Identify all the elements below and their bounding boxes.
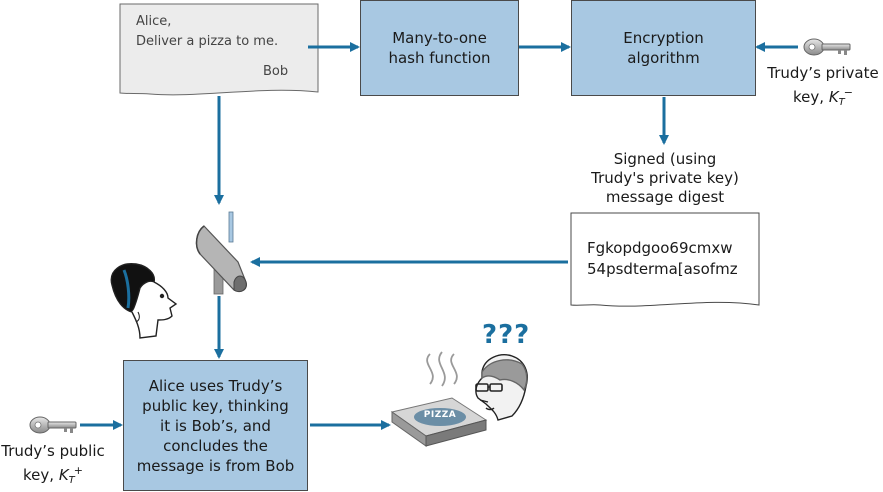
- digest-document: [570, 212, 760, 307]
- digest-line2: 54psdterma[asofmz: [587, 260, 738, 278]
- private-key-icon: [803, 38, 851, 56]
- public-key-label-line1: Trudy’s public: [1, 442, 105, 460]
- alice-box-line2: public key, thinking: [142, 396, 289, 415]
- pizza-box-icon: [390, 351, 488, 447]
- signed-label-line1: Signed (using: [613, 150, 717, 168]
- public-key-superscript: +: [73, 464, 83, 477]
- public-key-label-line2: key, KT+: [0, 461, 106, 490]
- trudy-public-key-label: Trudy’s public key, KT+: [0, 442, 106, 490]
- signed-label-line3: message digest: [605, 188, 725, 206]
- alice-box-line5: message is from Bob: [136, 456, 295, 475]
- message-document: [119, 3, 319, 96]
- private-key-prefix: key,: [793, 88, 829, 106]
- alice-box-line1: Alice uses Trudy’s: [148, 376, 283, 395]
- alice-head-icon: [110, 263, 178, 339]
- alice-box-line4: concludes the: [163, 436, 268, 455]
- encryption-box-line2: algorithm: [627, 49, 700, 67]
- alice-conclusion-box: Alice uses Trudy’s public key, thinking …: [123, 360, 308, 491]
- alice-box-line3: it is Bob’s, and: [160, 416, 271, 435]
- pizza-box-label: PIZZA: [423, 410, 457, 420]
- public-key-subscript: T: [68, 475, 75, 486]
- message-greeting: Alice,: [136, 14, 172, 29]
- public-key-letter: K: [58, 466, 69, 484]
- private-key-label-line2: key, KT−: [764, 83, 882, 112]
- public-key-icon: [29, 416, 77, 434]
- message-signature: Bob: [263, 64, 289, 79]
- private-key-letter: K: [828, 88, 839, 106]
- private-key-superscript: −: [843, 86, 853, 99]
- bob-head-icon: [475, 354, 528, 421]
- hash-box-line2: hash function: [388, 49, 491, 67]
- private-key-label-line1: Trudy’s private: [767, 64, 879, 82]
- message-body: Deliver a pizza to me.: [136, 34, 279, 49]
- confusion-question-marks: ???: [482, 320, 531, 350]
- private-key-subscript: T: [838, 97, 845, 108]
- public-key-symbol: KT: [58, 466, 75, 486]
- trudy-private-key-label: Trudy’s private key, KT−: [764, 64, 882, 112]
- hash-box-line1: Many-to-one: [392, 29, 487, 47]
- private-key-symbol: KT: [828, 88, 845, 108]
- signed-digest-label: Signed (using Trudy's private key) messa…: [570, 150, 760, 207]
- mailbox-icon: [195, 211, 247, 295]
- digest-line1: Fgkopdgoo69cmxw: [587, 239, 733, 257]
- public-key-prefix: key,: [23, 466, 59, 484]
- encryption-box-line1: Encryption: [623, 29, 704, 47]
- signed-label-line2: Trudy's private key): [591, 169, 739, 187]
- encryption-algorithm-box: Encryption algorithm: [571, 0, 756, 96]
- hash-function-box: Many-to-one hash function: [360, 0, 519, 96]
